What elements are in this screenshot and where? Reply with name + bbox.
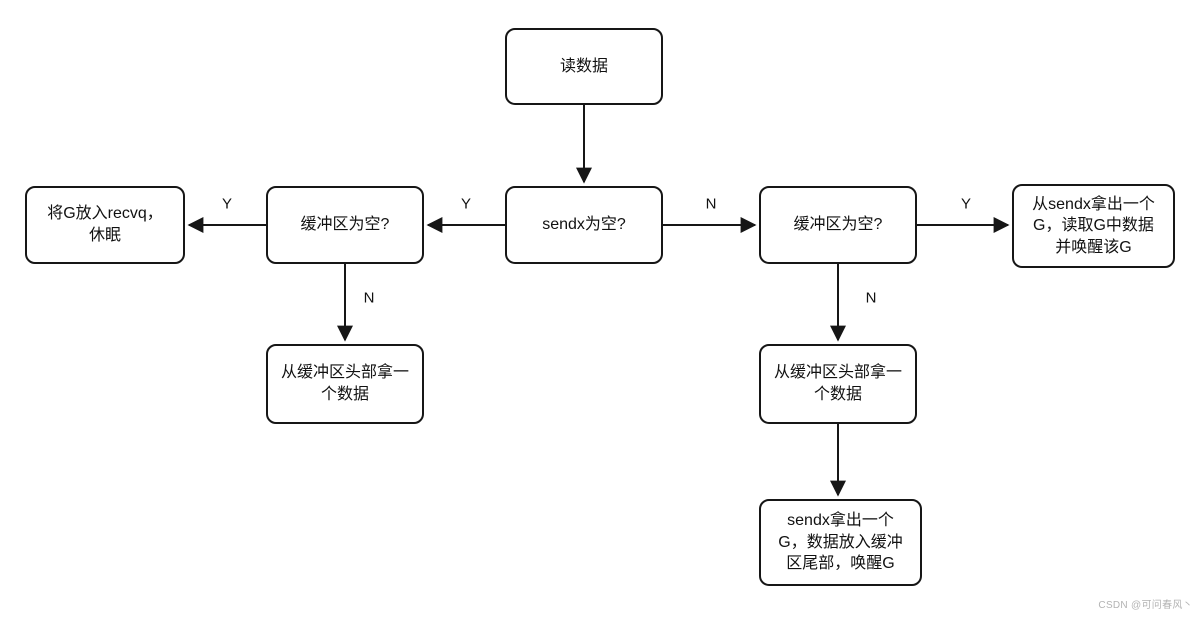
node-buffer-empty-left: 缓冲区为空? — [266, 186, 424, 264]
node-sendx-take-g-wake: sendx拿出一个 G，数据放入缓冲 区尾部，唤醒G — [759, 499, 922, 586]
node-buffer-empty-right: 缓冲区为空? — [759, 186, 917, 264]
node-sendx-empty: sendx为空? — [505, 186, 663, 264]
edge-label-left-buffer-yes: Y — [221, 195, 233, 213]
node-take-data-from-buffer-right: 从缓冲区头部拿一 个数据 — [759, 344, 917, 424]
watermark: CSDN @可问春风丶 — [1098, 600, 1193, 611]
edge-label-right-buffer-no: N — [865, 289, 877, 307]
edge-label-right-buffer-yes: Y — [960, 195, 972, 213]
node-take-data-from-buffer-left: 从缓冲区头部拿一 个数据 — [266, 344, 424, 424]
node-take-g-from-sendx: 从sendx拿出一个 G，读取G中数据 并唤醒该G — [1012, 184, 1175, 268]
node-put-g-in-recvq: 将G放入recvq， 休眠 — [25, 186, 185, 264]
edge-label-sendx-yes: Y — [460, 195, 472, 213]
edge-label-sendx-no: N — [705, 195, 717, 213]
node-read-data: 读数据 — [505, 28, 663, 105]
edge-label-left-buffer-no: N — [363, 289, 375, 307]
